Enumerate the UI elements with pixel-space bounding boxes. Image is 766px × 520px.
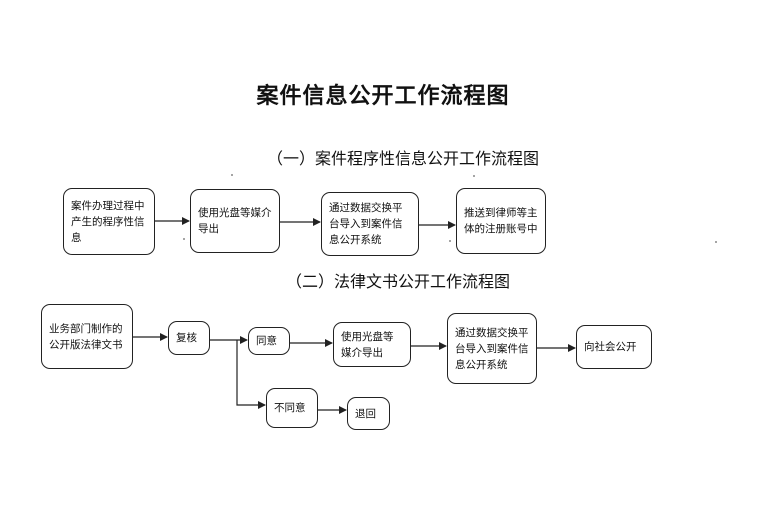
scan-speck (183, 238, 185, 240)
scan-speck (449, 240, 451, 242)
flow1-step4-box: 推送到律师等主体的注册账号中 (456, 188, 546, 254)
flow1-step3-box: 通过数据交换平台导入到案件信息公开系统 (321, 192, 419, 256)
flow2-publish-box: 向社会公开 (576, 325, 652, 369)
flow2-return-text: 退回 (355, 407, 376, 420)
flow2-review-box: 复核 (168, 321, 210, 355)
page-title: 案件信息公开工作流程图 (256, 84, 510, 109)
flow2-review-text: 复核 (176, 332, 197, 344)
scan-speck (231, 174, 233, 176)
flow2-disagree-text: 不同意 (274, 402, 306, 414)
flow1-step2-text: 使用光盘等媒介导出 (198, 207, 272, 235)
flow1-step4-text: 推送到律师等主体的注册账号中 (464, 207, 538, 235)
flow2-return-box: 退回 (347, 397, 390, 430)
flow2-disagree-box: 不同意 (266, 388, 318, 428)
flow2-agree-box: 同意 (248, 327, 290, 355)
scan-speck (473, 175, 475, 177)
flow2-dept-text: 业务部门制作的公开版法律文书 (49, 322, 123, 351)
flow2-dept-box: 业务部门制作的公开版法律文书 (41, 304, 133, 369)
flow1-step1-text: 案件办理过程中产生的程序性信息 (71, 199, 145, 244)
scan-speck (715, 241, 717, 243)
flow1-step3-text: 通过数据交换平台导入到案件信息公开系统 (329, 202, 403, 246)
section1-heading: （一）案件程序性信息公开工作流程图 (266, 149, 539, 168)
flow1-step1-box: 案件办理过程中产生的程序性信息 (63, 188, 155, 255)
flow2-publish-text: 向社会公开 (584, 341, 637, 353)
flow2-arrow-review-disagree (236, 340, 266, 409)
flow2-export-text: 使用光盘等媒介导出 (341, 330, 394, 359)
flow2-exchange-box: 通过数据交换平台导入到案件信息公开系统 (447, 313, 537, 384)
flow1-step2-box: 使用光盘等媒介导出 (190, 189, 280, 253)
flow2-agree-text: 同意 (256, 335, 277, 347)
flow2-exchange-text: 通过数据交换平台导入到案件信息公开系统 (455, 326, 529, 371)
flow2-export-box: 使用光盘等媒介导出 (333, 322, 411, 367)
section2-heading: （二）法律文书公开工作流程图 (285, 272, 510, 291)
